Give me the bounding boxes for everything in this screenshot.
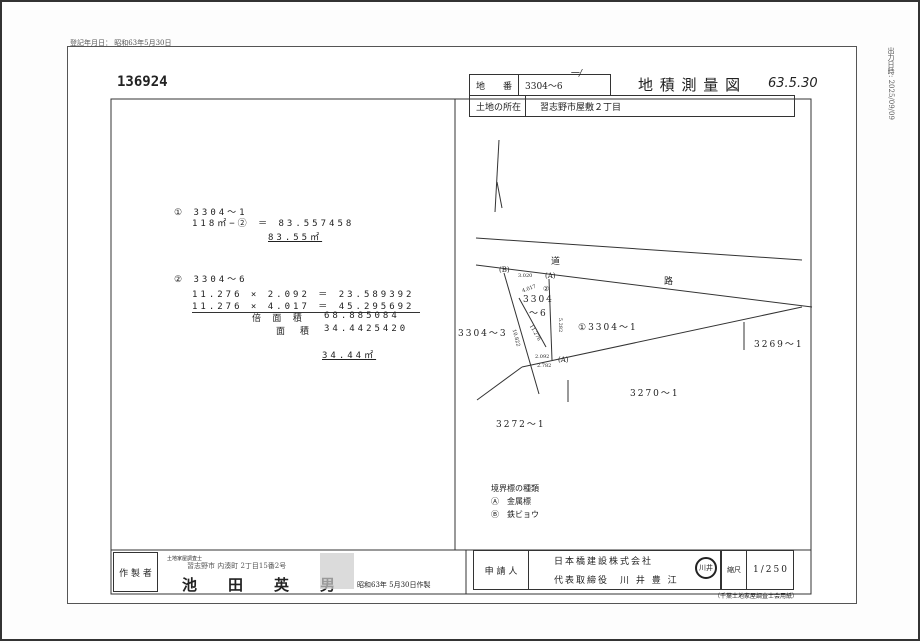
lot-label-a: 3304: [523, 295, 554, 305]
calc2-line2: 11.276 × 4.017 ＝ 45.295692: [192, 299, 421, 313]
area-label: 面 積: [276, 327, 313, 337]
applicant-rep: 代表取締役 川 井 豊 江: [554, 576, 679, 586]
paper-note: （千葉土地家屋調査士会用紙）: [714, 593, 799, 600]
applicant-company: 日本橋建設株式会社: [554, 557, 654, 567]
parcel-3272-1: 3272〜1: [496, 420, 546, 430]
applicant-label: 申 請 人: [473, 550, 529, 590]
road-label-1: 道: [551, 257, 563, 267]
lot-label: 地 番: [469, 74, 519, 96]
calc1-result: 83.55㎡: [268, 233, 323, 243]
dim-7: 2.782: [537, 363, 552, 369]
maker-date: 昭和63年 5月30日作製: [357, 581, 431, 589]
area-value: 34.4425420: [324, 324, 409, 334]
double-area-value: 68.885084: [324, 311, 400, 321]
maker-label: 作 製 者: [113, 552, 158, 592]
side-stamp: 出力日時: 2025/09/09: [887, 47, 895, 120]
document-title: 地 積 測 量 図: [638, 76, 742, 94]
calc1-line: 118㎡−② ＝ 83.557458: [192, 219, 355, 229]
maker-seal: [320, 553, 354, 589]
dim-1: 3.020: [518, 273, 533, 279]
calc2-line1: 11.276 × 2.092 ＝ 23.589392: [192, 290, 415, 300]
parcel-3269-1: 3269〜1: [754, 340, 804, 350]
lot-label-b: 〜6: [529, 309, 548, 319]
legend-title: 境界標の種類: [491, 484, 539, 493]
lot-value: 3304〜6: [518, 74, 611, 96]
applicant-seal: 川井: [695, 557, 717, 579]
dim-6: 2.092: [535, 354, 550, 360]
maker-name: 池 田 英 男: [182, 576, 344, 594]
calc1-title: ① 3304〜1: [174, 208, 248, 218]
parcel-3304-1: ①3304〜1: [578, 323, 638, 333]
parcel-3270-1: 3270〜1: [630, 389, 680, 399]
scale-value: 1/250: [746, 550, 794, 590]
dim-3: 5.282: [557, 317, 564, 333]
legend-b: Ⓑ 鉄ビョウ: [491, 510, 539, 519]
maker-address: 習志野市 内湊町 2丁目15番2号: [187, 562, 287, 570]
point-a-top: (A): [545, 272, 556, 280]
parcel-3304-3: 3304〜3: [458, 329, 508, 339]
double-area-label: 倍 面 積: [252, 314, 305, 324]
legend-a: Ⓐ 金属標: [491, 497, 531, 506]
location-value: 習志野市屋敷２丁目: [525, 95, 795, 117]
lot-correction: 一/: [570, 69, 583, 79]
calc2-title: ② 3304〜6: [174, 275, 248, 285]
scale-label: 縮尺: [721, 550, 747, 590]
maker-title: 土地家屋調査士: [167, 556, 203, 562]
calc2-result: 34.44㎡: [322, 351, 377, 361]
applicant-box: [528, 550, 721, 590]
point-a-bottom: (A): [558, 356, 569, 364]
registration-date: 登記年月日： 昭和63年5月30日: [70, 39, 172, 47]
location-label: 土地の所在: [469, 95, 526, 117]
road-label-2: 路: [664, 277, 676, 287]
point-b: (B): [499, 266, 510, 274]
document-number: 136924: [117, 74, 168, 90]
lot-number-marker: ②: [543, 285, 550, 293]
survey-sheet: [67, 46, 857, 604]
handwritten-date: 63.5.30: [768, 76, 818, 91]
